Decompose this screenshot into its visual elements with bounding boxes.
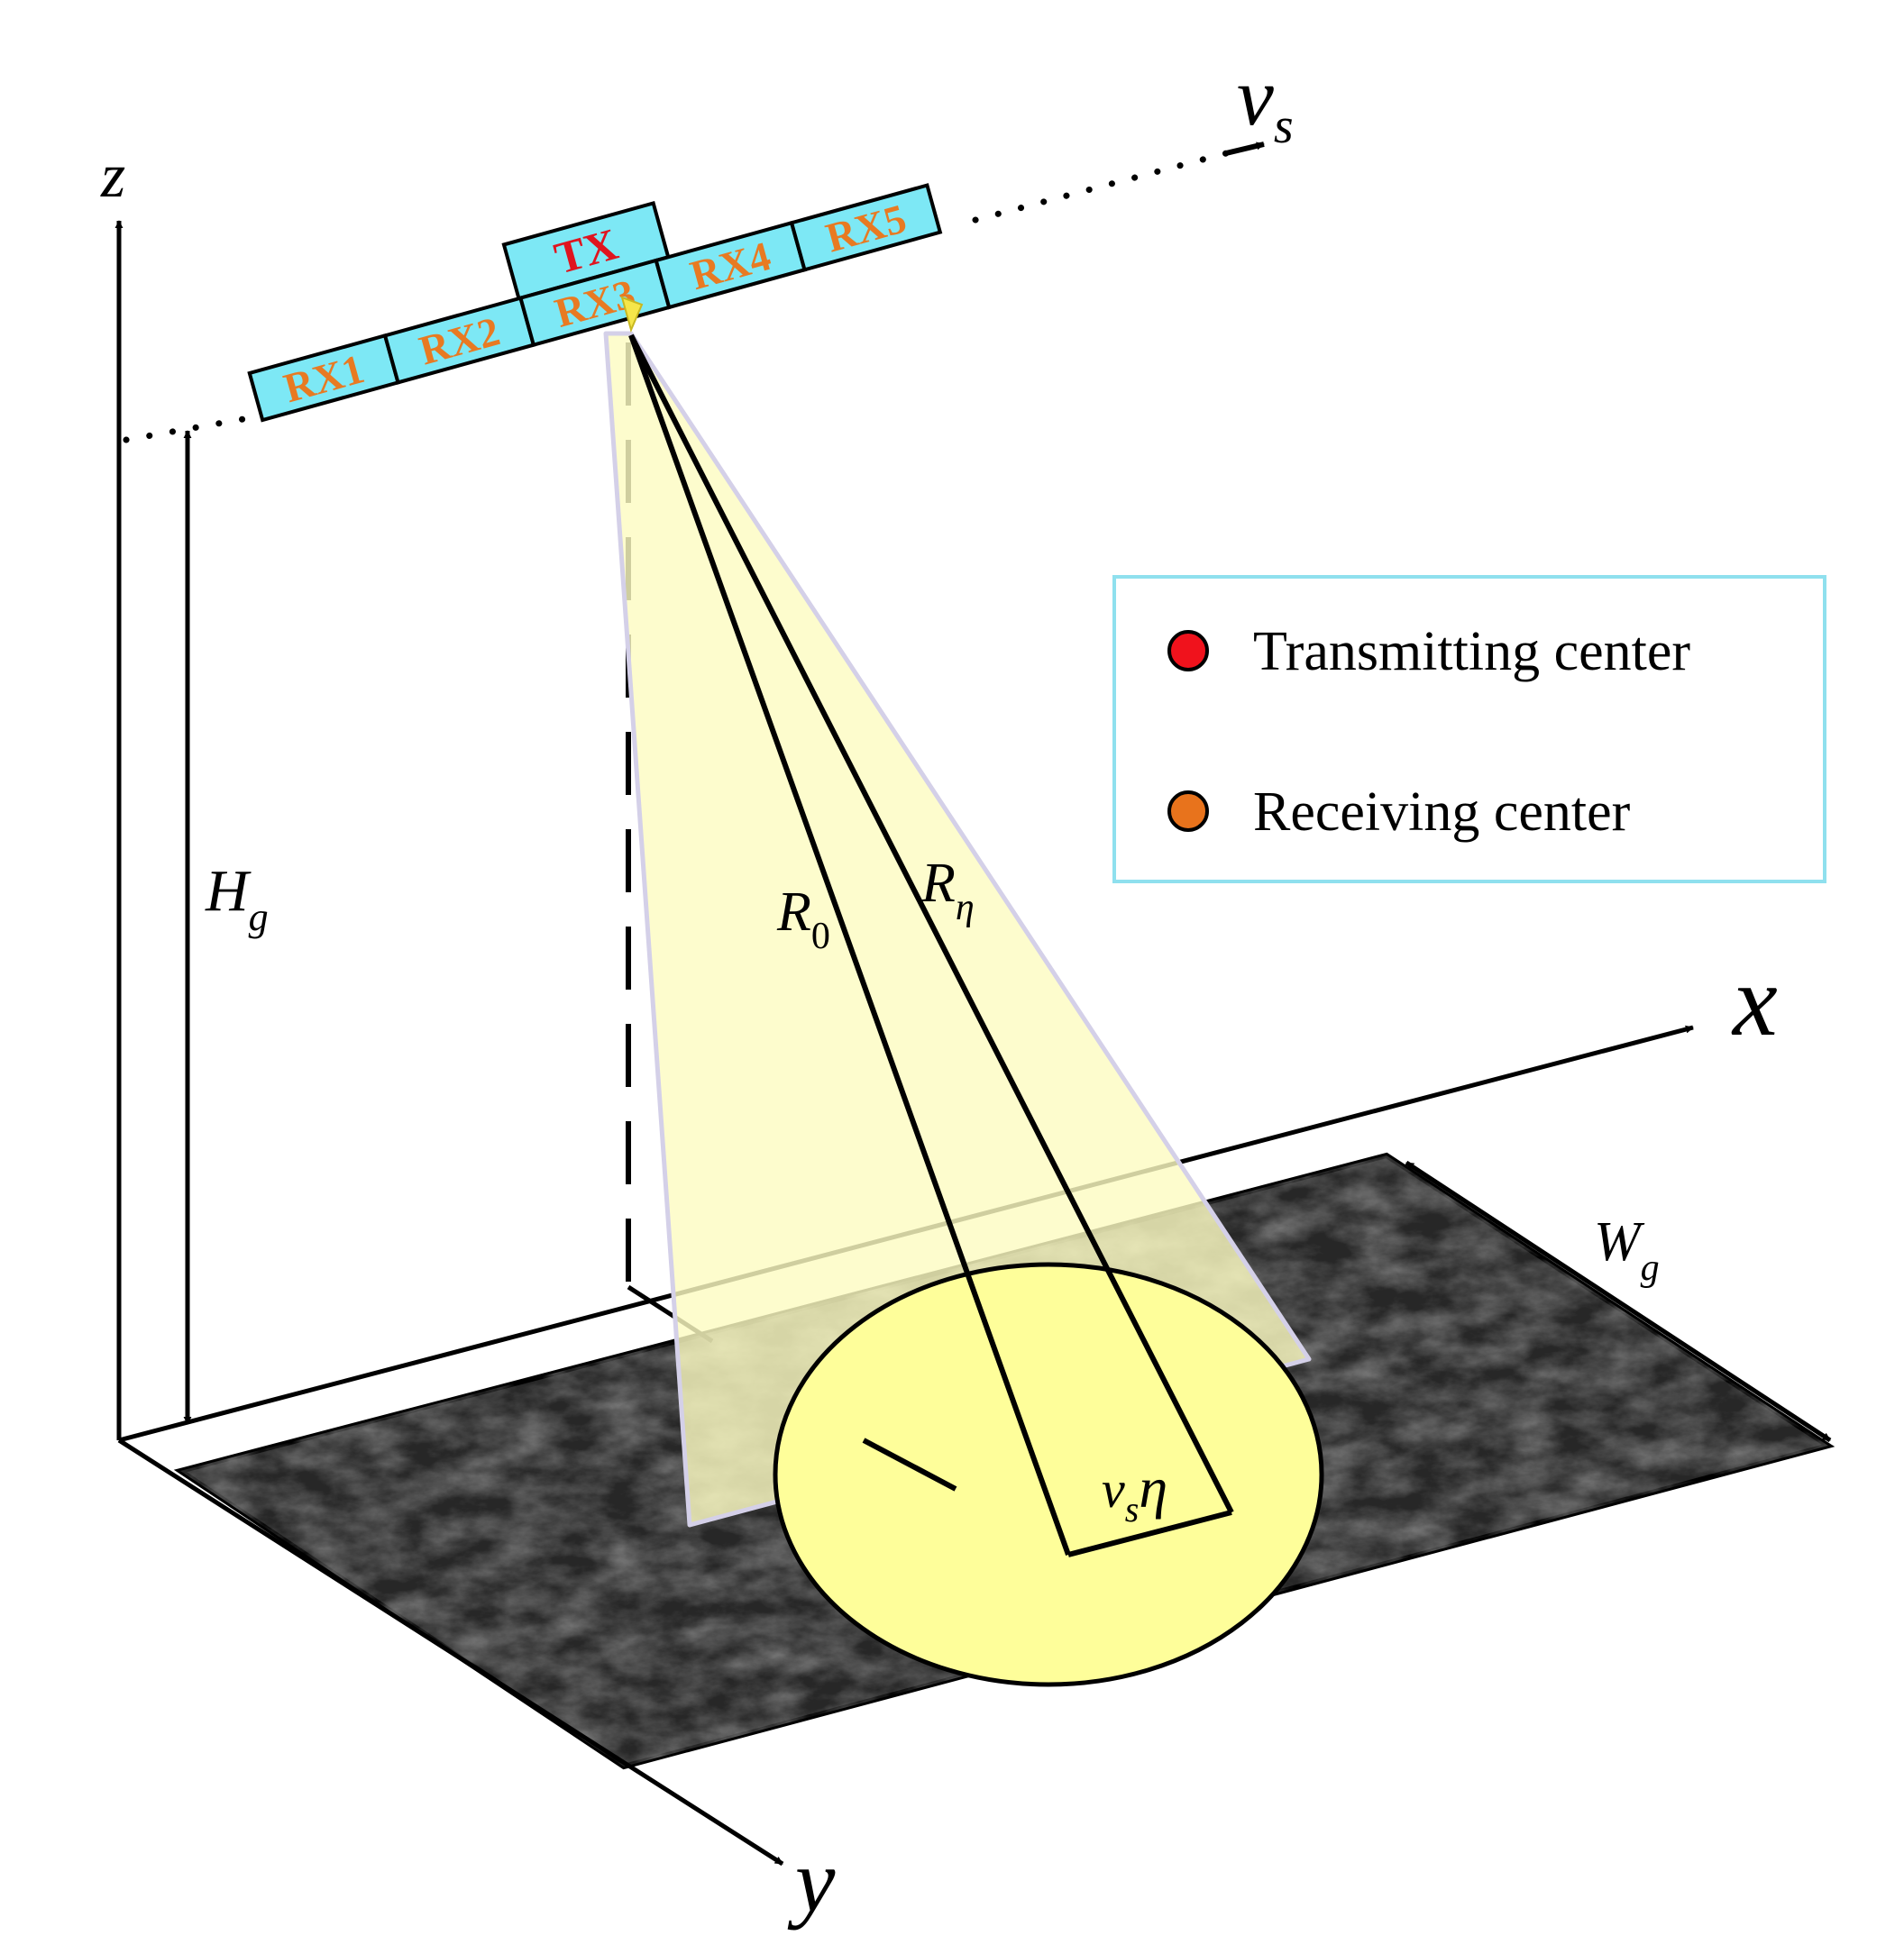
legend-box: [1112, 575, 1826, 883]
reta-label-main: R: [920, 853, 956, 914]
velocity-label: vs: [1237, 50, 1294, 154]
reta-label-sub: η: [956, 887, 975, 928]
rx-label-2: RX2: [415, 307, 505, 373]
orbit-track-right: [972, 148, 1237, 224]
phase-center-marker: [620, 296, 644, 333]
velocity-label-sub: s: [1274, 98, 1294, 154]
vs-eta-label-tail: η: [1139, 1456, 1167, 1520]
range-reta-line: [628, 333, 1234, 1514]
vs-eta-label: vsη: [1102, 1456, 1167, 1529]
height-label-sub: g: [249, 895, 269, 939]
vs-eta-label-sub: s: [1125, 1489, 1140, 1529]
y-axis-label: y: [787, 1831, 836, 1931]
x-axis-label: x: [1731, 945, 1778, 1057]
velocity-arrow: [1225, 142, 1265, 156]
y-axis: [117, 1438, 784, 1867]
vs-eta-label-main: v: [1102, 1460, 1125, 1519]
beam-footprint: [773, 1262, 1324, 1687]
z-axis-label: z: [100, 142, 125, 211]
transmitting-center-marker: [1167, 630, 1209, 671]
reta-label: Rη: [920, 853, 975, 928]
footprint-center-tick: [862, 1438, 957, 1492]
velocity-label-main: v: [1237, 50, 1274, 142]
rx-label-1: RX1: [279, 345, 369, 411]
receiving-center-marker: [1167, 790, 1209, 832]
legend: Transmitting center Receiving center: [1112, 575, 1826, 883]
vs-eta-segment: [1067, 1510, 1232, 1557]
antenna-array: TX RX1 RX2 RX3 RX4 RX5: [247, 183, 943, 423]
swath-label-sub: g: [1641, 1247, 1660, 1289]
r0-label: R0: [776, 881, 830, 957]
swath-width-arrow: [1405, 1160, 1832, 1443]
swath-label: Wg: [1594, 1211, 1660, 1289]
r0-label-sub: 0: [811, 916, 830, 957]
r0-label-main: R: [776, 881, 811, 943]
rx-label-5: RX5: [821, 195, 911, 260]
height-label-main: H: [205, 858, 252, 924]
legend-label-receiving: Receiving center: [1253, 781, 1631, 843]
legend-label-transmitting: Transmitting center: [1253, 621, 1690, 682]
height-label: Hg: [205, 858, 269, 939]
rx-panel-5: [789, 183, 943, 272]
orbit-track-left: [123, 411, 272, 443]
range-r0-line: [628, 333, 1071, 1557]
swath-label-main: W: [1594, 1211, 1645, 1273]
rx-label-4: RX4: [685, 233, 775, 298]
